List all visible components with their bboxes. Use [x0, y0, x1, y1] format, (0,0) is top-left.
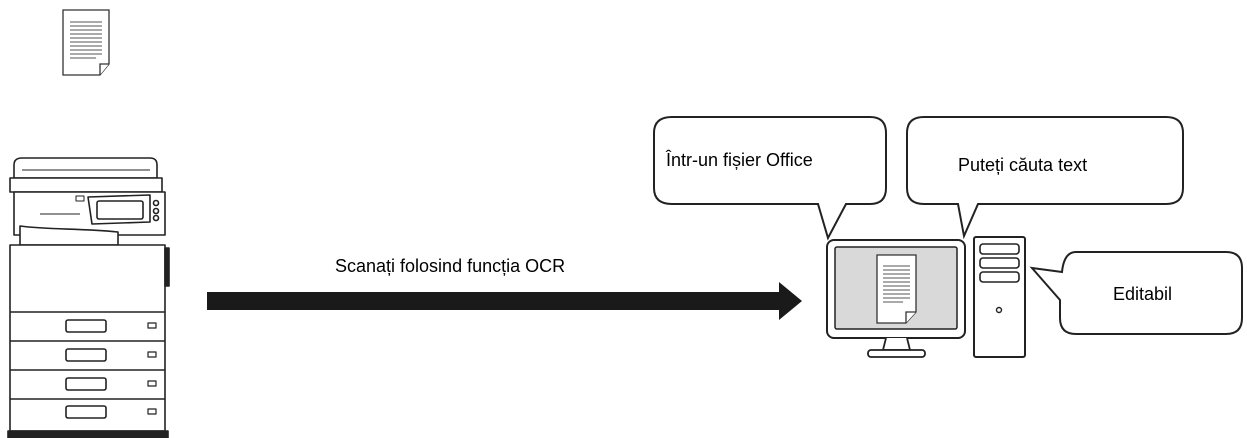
printer-icon	[7, 157, 170, 438]
scan-caption: Scanați folosind funcția OCR	[335, 256, 565, 276]
bubble-search-text: Puteți căuta text	[958, 155, 1087, 175]
pc-tower-icon	[973, 236, 1026, 358]
document-icon	[62, 9, 110, 76]
bubble-edit-text: Editabil	[1113, 284, 1172, 304]
speech-bubble-edit: Editabil	[1029, 251, 1243, 335]
speech-bubble-office: Într-un fișier Office	[653, 116, 887, 241]
speech-bubble-search: Puteți căuta text	[906, 116, 1184, 240]
monitor-icon	[826, 239, 966, 358]
arrow-right-icon	[207, 282, 802, 320]
bubble-office-text: Într-un fișier Office	[665, 150, 813, 170]
screen-document-icon	[876, 254, 917, 324]
